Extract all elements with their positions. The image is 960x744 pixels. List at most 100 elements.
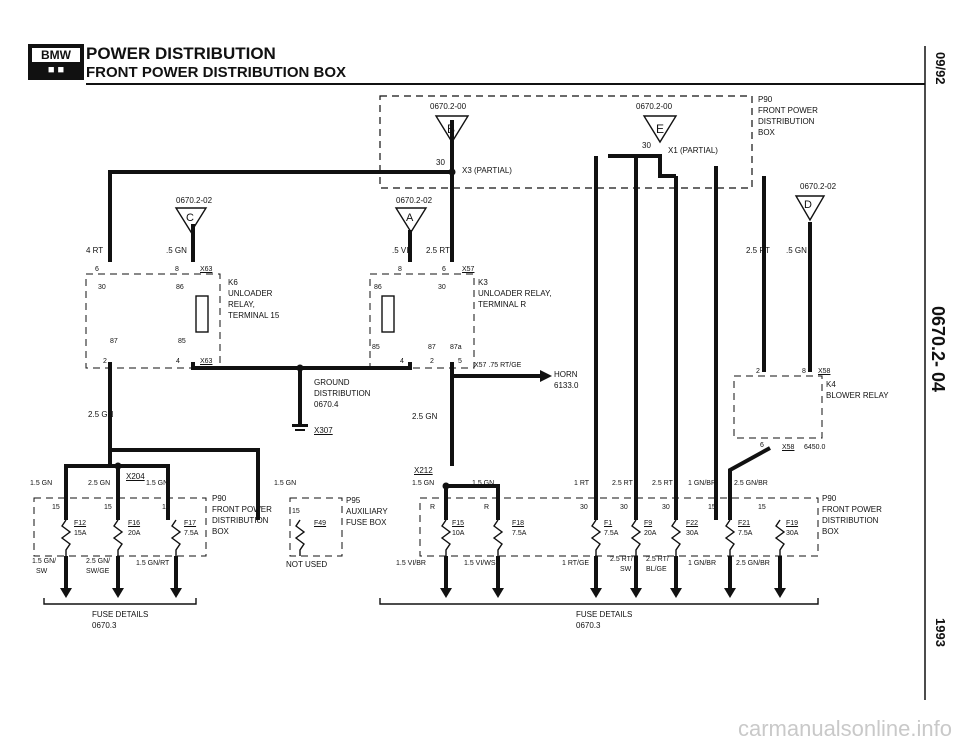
k6-bottom-pin-4: 4 (176, 358, 180, 365)
lf-code: P90 (212, 494, 227, 503)
rf-out-c: 1 RT/GE (562, 560, 590, 567)
rf-out-b: 1.5 VI/WS (464, 560, 496, 567)
k3-bottom-pin-2: 2 (430, 358, 434, 365)
lf-wire-a: 1.5 GN (30, 480, 53, 487)
rf-out-e: 2.5 RT/ (646, 556, 669, 563)
rf-line2: DISTRIBUTION (822, 516, 879, 525)
rf-out-d2: SW (620, 566, 632, 573)
k3-wire-right: 2.5 RT (426, 246, 450, 255)
lf-wire-d: 1.5 GN (274, 480, 297, 487)
x1-label: X1 (PARTIAL) (668, 146, 718, 155)
connector-e-label: E (656, 122, 665, 136)
k3-ref: 0670.2-02 (396, 196, 433, 205)
k4-x58-top: X58 (818, 368, 831, 375)
rf-out-e2: BL/GE (646, 566, 667, 573)
wire-2-5-gn-left: 2.5 GN (88, 410, 114, 419)
k4-wire-left: 2.5 RT (746, 246, 770, 255)
k3-pin-30: 30 (438, 284, 446, 291)
fuse-f15-amp: 10A (452, 530, 465, 537)
fuse-f21-amp: 7.5A (738, 530, 753, 537)
k6-code: K6 (228, 278, 238, 287)
k3-pin-86: 86 (374, 284, 382, 291)
lf-out-c: 1.5 GN/RT (136, 560, 170, 567)
fuse-f22-amp: 30A (686, 530, 699, 537)
k6-line2: RELAY, (228, 300, 255, 309)
f1-pin: 30 (580, 504, 588, 511)
k6-pin-87: 87 (110, 338, 118, 345)
p90-top-code: P90 (758, 95, 773, 104)
k3-wire-left: .5 VI (392, 246, 409, 255)
rf-out-f: 1 GN/BR (688, 560, 717, 567)
k3-x57-top: X57 (462, 266, 475, 273)
watermark: carmanualsonline.info (737, 716, 952, 741)
rf-wire-e: 2.5 RT (652, 480, 673, 487)
k4-pin-8: 8 (802, 368, 806, 375)
x212-label: X212 (414, 466, 433, 475)
k4-ref: 0670.2-02 (800, 182, 837, 191)
fuse-f22: F22 (686, 520, 699, 527)
k3-pin-8: 8 (398, 266, 402, 273)
horn-wire: X57 .75 RT/GE (474, 362, 522, 369)
p95-line1: AUXILIARY (346, 507, 388, 516)
wire-2-5-gn-mid: 2.5 GN (412, 412, 438, 421)
rf-line1: FRONT POWER (822, 505, 882, 514)
fuse-f18-amp: 7.5A (512, 530, 527, 537)
lf-wire-c: 1.5 GN (146, 480, 169, 487)
fuse-f17: F17 (184, 520, 197, 527)
page-subtitle: FRONT POWER DISTRIBUTION BOX (86, 64, 346, 81)
k6-pin-85: 85 (178, 338, 186, 345)
rf-fuse-details: FUSE DETAILS (576, 610, 633, 619)
fuse-f16-amp: 20A (128, 530, 141, 537)
k3-pin-85: 85 (372, 344, 380, 351)
lf-line2: DISTRIBUTION (212, 516, 269, 525)
k6-wire-left: 4 RT (86, 246, 104, 255)
k6-pin-8: 8 (175, 266, 179, 273)
rf-out-g: 2.5 GN/BR (736, 560, 770, 567)
k3-pin-87: 87 (428, 344, 436, 351)
fuse-f21: F21 (738, 520, 751, 527)
lf-out-b2: SW/GE (86, 568, 110, 575)
fuse-f9: F9 (644, 520, 653, 527)
horn-code: 6133.0 (554, 381, 579, 390)
lf-line3: BOX (212, 527, 229, 536)
fuse-f49: F49 (314, 520, 327, 527)
fuse-f12-amp: 15A (74, 530, 87, 537)
lf-out-b: 2.5 GN/ (86, 558, 111, 565)
k4-letter: D (804, 199, 812, 211)
f16-pin: 15 (104, 504, 112, 511)
fuse-f18: F18 (512, 520, 525, 527)
k4-pin-6: 6 (760, 442, 764, 449)
k3-letter: A (406, 212, 414, 224)
rf-wire-a: 1.5 GN (412, 480, 435, 487)
k3-code: K3 (478, 278, 488, 287)
lf-out-a2: SW (36, 568, 48, 575)
f9-pin: 30 (620, 504, 628, 511)
x3-pin: 30 (436, 158, 445, 167)
k6-wire-right: .5 GN (166, 246, 187, 255)
fuse-f12: F12 (74, 520, 87, 527)
k6-bottom-pin-2: 2 (103, 358, 107, 365)
k6-letter: C (186, 212, 194, 224)
p95-code: P95 (346, 496, 361, 505)
f18-pin: R (484, 504, 490, 511)
k3-bottom-pin-5: 5 (458, 358, 462, 365)
x1-pin: 30 (642, 141, 651, 150)
ground-line2: DISTRIBUTION (314, 389, 371, 398)
f12-pin: 15 (52, 504, 60, 511)
k6-pin-86: 86 (176, 284, 184, 291)
fuse-f1: F1 (604, 520, 613, 527)
fuse-f1-amp: 7.5A (604, 530, 619, 537)
k6-pin-6: 6 (95, 266, 99, 273)
rf-wire-b: 1.5 GN (472, 480, 495, 487)
ref-0670-2-00-b: 0670.2-00 (636, 102, 673, 111)
p90-top-line1: FRONT POWER (758, 106, 818, 115)
horn-label: HORN (554, 370, 578, 379)
p90-top-line2: DISTRIBUTION (758, 117, 815, 126)
lf-wire-b: 2.5 GN (88, 480, 111, 487)
ref-0670-2-00-a: 0670.2-00 (430, 102, 467, 111)
fuse-f17-amp: 7.5A (184, 530, 199, 537)
p95-not-used: NOT USED (286, 560, 328, 569)
page-title: POWER DISTRIBUTION (86, 44, 276, 63)
f21-pin: 15 (708, 504, 716, 511)
